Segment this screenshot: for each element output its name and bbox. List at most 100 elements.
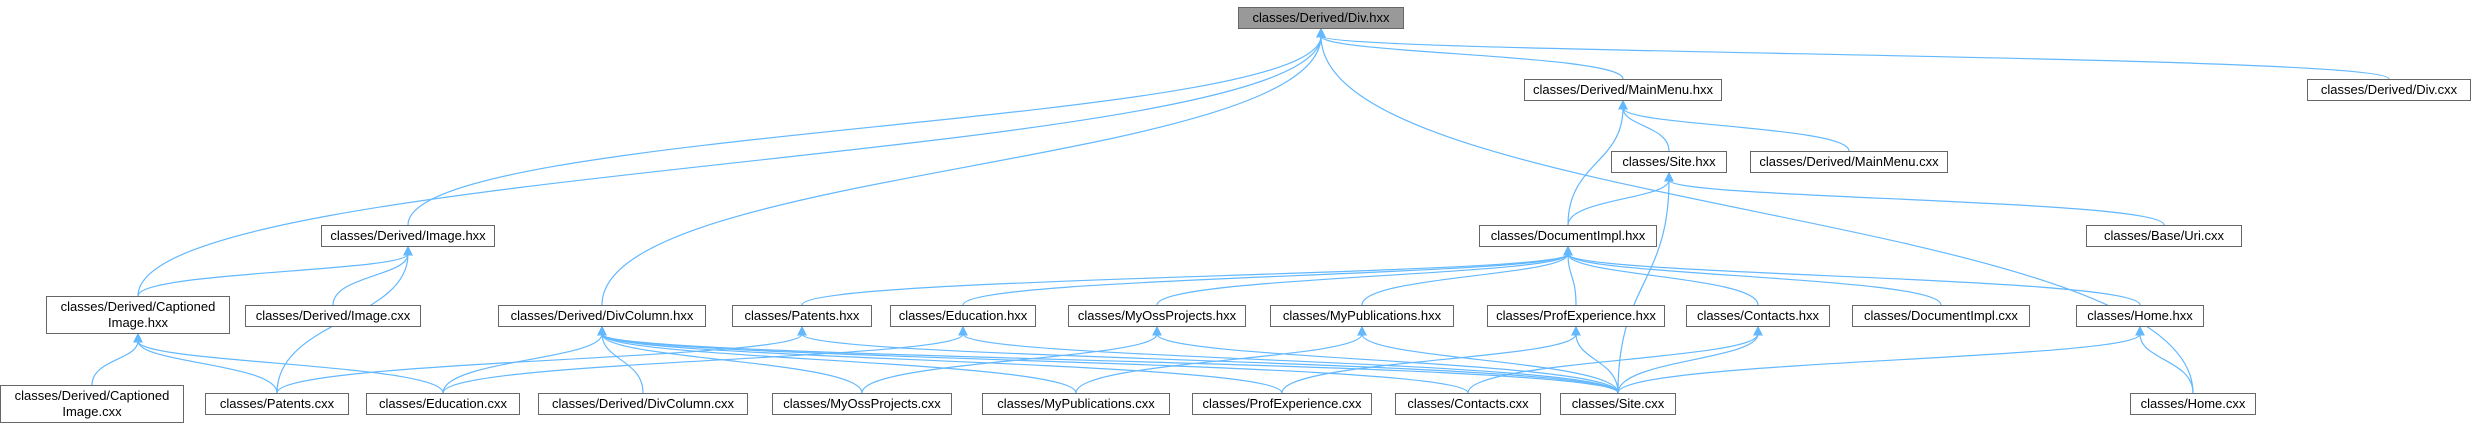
node-label: classes/ProfExperience.cxx bbox=[1202, 396, 1362, 411]
node-label: classes/ProfExperience.hxx bbox=[1496, 308, 1656, 323]
edge-patents_hxx-to-documentimpl_hxx bbox=[801, 253, 1569, 306]
edge-contacts_hxx-to-documentimpl_hxx bbox=[1567, 253, 1759, 306]
edge-patents_cxx-to-captioned_hxx bbox=[137, 340, 278, 394]
node-label: classes/Derived/Image.cxx bbox=[255, 308, 411, 323]
edge-home_cxx-to-home_hxx bbox=[2139, 333, 2194, 394]
edge-site_cxx-to-patents_hxx bbox=[801, 333, 1619, 394]
node-mypublications-hxx[interactable]: classes/MyPublications.hxx bbox=[1270, 305, 1454, 327]
arrowhead-site_cxx-to-divcolumn_hxx bbox=[597, 325, 607, 336]
node-label: classes/Home.hxx bbox=[2087, 308, 2193, 323]
node-patents-cxx[interactable]: classes/Patents.cxx bbox=[205, 393, 349, 415]
edge-site_cxx-to-profexperience_hxx bbox=[1575, 333, 1619, 394]
edge-documentimpl_hxx-to-site_hxx bbox=[1567, 179, 1670, 226]
node-label: classes/Education.hxx bbox=[898, 308, 1028, 323]
node-derived-mainmenu-cxx[interactable]: classes/Derived/MainMenu.cxx bbox=[1750, 151, 1948, 173]
edge-captioned_cxx-to-captioned_hxx bbox=[91, 340, 139, 386]
node-derived-captionedimage-cxx[interactable]: classes/Derived/Captioned Image.cxx bbox=[0, 385, 184, 423]
edge-image_cxx-to-image_hxx bbox=[332, 253, 409, 306]
edge-profexperience_cxx-to-divcolumn_hxx bbox=[601, 333, 1283, 394]
node-site-hxx[interactable]: classes/Site.hxx bbox=[1611, 151, 1727, 173]
edge-home_hxx-to-documentimpl_hxx bbox=[1567, 253, 2141, 306]
arrowhead-patents_cxx-to-image_hxx bbox=[403, 245, 413, 256]
node-label: classes/MyOssProjects.cxx bbox=[783, 396, 941, 411]
node-label: classes/Derived/MainMenu.cxx bbox=[1759, 154, 1939, 169]
arrowhead-education_cxx-to-captioned_hxx bbox=[133, 332, 143, 343]
edge-myossprojects_cxx-to-divcolumn_hxx bbox=[601, 333, 863, 394]
arrowhead-site_cxx-to-site_hxx bbox=[1664, 171, 1674, 182]
node-derived-captionedimage-hxx[interactable]: classes/Derived/Captioned Image.hxx bbox=[46, 296, 230, 334]
node-label: classes/Contacts.hxx bbox=[1696, 308, 1820, 323]
node-site-cxx[interactable]: classes/Site.cxx bbox=[1560, 393, 1676, 415]
node-label: classes/DocumentImpl.hxx bbox=[1490, 228, 1646, 243]
node-home-hxx[interactable]: classes/Home.hxx bbox=[2076, 305, 2204, 327]
node-label: classes/Derived/Captioned Image.hxx bbox=[60, 299, 216, 330]
node-documentimpl-hxx[interactable]: classes/DocumentImpl.hxx bbox=[1479, 225, 1657, 247]
node-label: classes/Derived/DivColumn.cxx bbox=[551, 396, 735, 411]
edge-home_cxx-to-div_hxx bbox=[1320, 35, 2194, 394]
edge-uri_cxx-to-site_hxx bbox=[1668, 179, 2165, 226]
node-label: classes/MyPublications.hxx bbox=[1282, 308, 1442, 323]
arrowhead-home_cxx-to-home_hxx bbox=[2135, 325, 2145, 336]
edge-captioned_hxx-to-image_hxx bbox=[137, 253, 409, 297]
edge-contacts_cxx-to-divcolumn_hxx bbox=[601, 333, 1469, 394]
edge-mainmenu_cxx-to-mainmenu_hxx bbox=[1622, 107, 1850, 152]
arrowhead-documentimpl_hxx-to-mainmenu_hxx bbox=[1618, 99, 1628, 110]
node-patents-hxx[interactable]: classes/Patents.hxx bbox=[732, 305, 872, 327]
node-myossprojects-cxx[interactable]: classes/MyOssProjects.cxx bbox=[772, 393, 952, 415]
node-myossprojects-hxx[interactable]: classes/MyOssProjects.hxx bbox=[1068, 305, 1246, 327]
arrowhead-home_hxx-to-documentimpl_hxx bbox=[1563, 245, 1573, 256]
edge-education_cxx-to-education_hxx bbox=[442, 333, 964, 394]
edge-education_cxx-to-divcolumn_hxx bbox=[442, 333, 603, 394]
node-label: classes/Derived/MainMenu.hxx bbox=[1533, 82, 1713, 97]
node-label: classes/Base/Uri.cxx bbox=[2104, 228, 2224, 243]
edge-site_cxx-to-education_hxx bbox=[962, 333, 1619, 394]
node-derived-divcolumn-cxx[interactable]: classes/Derived/DivColumn.cxx bbox=[538, 393, 748, 415]
arrowhead-site_cxx-to-profexperience_hxx bbox=[1571, 325, 1581, 336]
edge-contacts_cxx-to-contacts_hxx bbox=[1467, 333, 1759, 394]
edge-site_cxx-to-mypublications_hxx bbox=[1361, 333, 1619, 394]
node-label: classes/Derived/Image.hxx bbox=[330, 228, 486, 243]
arrowhead-site_cxx-to-education_hxx bbox=[958, 325, 968, 336]
edge-education_cxx-to-captioned_hxx bbox=[137, 340, 444, 394]
arrowhead-site_cxx-to-mypublications_hxx bbox=[1357, 325, 1367, 336]
edge-site_cxx-to-contacts_hxx bbox=[1617, 333, 1759, 394]
node-label: classes/Derived/Div.hxx bbox=[1252, 10, 1390, 25]
node-derived-divcolumn-hxx[interactable]: classes/Derived/DivColumn.hxx bbox=[498, 305, 706, 327]
node-derived-div-cxx[interactable]: classes/Derived/Div.cxx bbox=[2307, 79, 2471, 101]
node-derived-mainmenu-hxx[interactable]: classes/Derived/MainMenu.hxx bbox=[1524, 79, 1722, 101]
node-label: classes/Derived/Captioned Image.cxx bbox=[14, 388, 170, 419]
edge-education_hxx-to-documentimpl_hxx bbox=[962, 253, 1569, 306]
edge-site_cxx-to-divcolumn_hxx bbox=[601, 333, 1619, 394]
node-contacts-cxx[interactable]: classes/Contacts.cxx bbox=[1395, 393, 1541, 415]
node-education-cxx[interactable]: classes/Education.cxx bbox=[366, 393, 520, 415]
edge-profexperience_cxx-to-profexperience_hxx bbox=[1281, 333, 1577, 394]
node-documentimpl-cxx[interactable]: classes/DocumentImpl.cxx bbox=[1852, 305, 2030, 327]
node-derived-div-hxx[interactable]: classes/Derived/Div.hxx bbox=[1238, 7, 1404, 29]
edge-profexperience_hxx-to-documentimpl_hxx bbox=[1567, 253, 1577, 306]
node-profexperience-cxx[interactable]: classes/ProfExperience.cxx bbox=[1192, 393, 1372, 415]
node-label: classes/Derived/Div.cxx bbox=[2320, 82, 2458, 97]
edge-documentimpl_cxx-to-documentimpl_hxx bbox=[1567, 253, 1942, 306]
node-derived-image-hxx[interactable]: classes/Derived/Image.hxx bbox=[321, 225, 495, 247]
node-derived-image-cxx[interactable]: classes/Derived/Image.cxx bbox=[245, 305, 421, 327]
node-base-uri-cxx[interactable]: classes/Base/Uri.cxx bbox=[2086, 225, 2242, 247]
node-label: classes/DocumentImpl.cxx bbox=[1864, 308, 2018, 323]
node-home-cxx[interactable]: classes/Home.cxx bbox=[2130, 393, 2256, 415]
edge-divcolumn_cxx-to-divcolumn_hxx bbox=[601, 333, 644, 394]
node-contacts-hxx[interactable]: classes/Contacts.hxx bbox=[1686, 305, 1830, 327]
edge-divcolumn_hxx-to-div_hxx bbox=[601, 35, 1322, 306]
edge-mypublications_cxx-to-divcolumn_hxx bbox=[601, 333, 1077, 394]
edge-documentimpl_hxx-to-mainmenu_hxx bbox=[1567, 107, 1624, 226]
node-profexperience-hxx[interactable]: classes/ProfExperience.hxx bbox=[1487, 305, 1665, 327]
node-label: classes/Education.cxx bbox=[379, 396, 507, 411]
node-label: classes/Site.hxx bbox=[1622, 154, 1716, 169]
node-mypublications-cxx[interactable]: classes/MyPublications.cxx bbox=[982, 393, 1170, 415]
node-label: classes/Patents.cxx bbox=[219, 396, 335, 411]
edge-patents_cxx-to-patents_hxx bbox=[276, 333, 803, 394]
arrowhead-site_cxx-to-patents_hxx bbox=[797, 325, 807, 336]
node-education-hxx[interactable]: classes/Education.hxx bbox=[890, 305, 1036, 327]
node-label: classes/MyPublications.cxx bbox=[997, 396, 1155, 411]
edge-image_hxx-to-div_hxx bbox=[407, 35, 1322, 226]
